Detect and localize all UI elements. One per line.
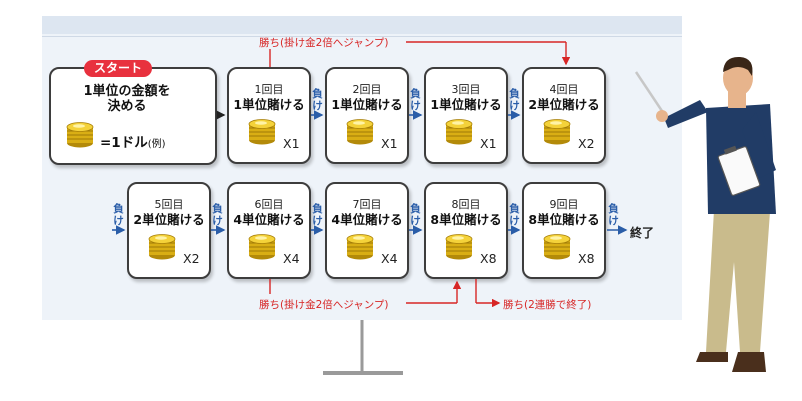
coin-stack-icon xyxy=(346,119,374,145)
start-line-1: 1単位の金額を xyxy=(83,84,171,99)
round-multiplier: X1 xyxy=(381,136,398,151)
coin-stack-icon xyxy=(346,234,374,260)
round-bet: 8単位賭ける xyxy=(528,212,600,227)
lose-label: 負け xyxy=(509,203,520,227)
win-end-label: 勝ち(2連勝で終了) xyxy=(503,299,592,311)
round-box-5: 5回目 2単位賭ける X2 xyxy=(127,182,211,279)
round-box-4: 4回目 2単位賭ける X2 xyxy=(522,67,606,164)
start-badge: スタート xyxy=(84,60,152,77)
round-title: 6回目 xyxy=(254,198,284,211)
coin-stack-icon xyxy=(248,234,276,260)
round-title: 8回目 xyxy=(451,198,481,211)
round-bet: 2単位賭ける xyxy=(528,97,600,112)
lose-label: 負け xyxy=(312,88,323,112)
presenter-pants xyxy=(706,210,770,352)
coin-stack-icon xyxy=(445,234,473,260)
presenter-hand xyxy=(656,110,668,122)
round-bet: 1単位賭ける xyxy=(331,97,403,112)
round-title: 4回目 xyxy=(549,83,579,96)
lose-label: 負け xyxy=(410,88,421,112)
coin-stack-icon xyxy=(543,119,571,145)
round-title: 9回目 xyxy=(549,198,579,211)
round-title: 5回目 xyxy=(154,198,184,211)
presenter-shoe-left xyxy=(696,352,728,362)
round-box-9: 9回目 8単位賭ける X8 xyxy=(522,182,606,279)
win-jump-label-bottom: 勝ち(掛け金2倍へジャンプ) xyxy=(259,299,389,311)
clipboard-clip xyxy=(723,145,737,155)
presenter-hair xyxy=(723,56,753,76)
round-multiplier: X8 xyxy=(578,251,595,266)
coin-stack-icon xyxy=(248,119,276,145)
stand-base xyxy=(323,371,403,375)
whiteboard-edge xyxy=(42,36,682,37)
lose-label: 負け xyxy=(509,88,520,112)
lose-label: 負け xyxy=(113,203,124,227)
dollar-note: (例) xyxy=(147,139,166,150)
round-bet: 4単位賭ける xyxy=(233,212,305,227)
round-multiplier: X1 xyxy=(283,136,300,151)
start-instruction: 1単位の金額を 決める xyxy=(52,84,202,114)
whiteboard-top-strip xyxy=(42,16,682,34)
round-bet: 1単位賭ける xyxy=(233,97,305,112)
coin-stack-icon xyxy=(543,234,571,260)
presenter-arm xyxy=(742,112,776,178)
round-box-1: 1回目 1単位賭ける X1 xyxy=(227,67,311,164)
round-bet: 1単位賭ける xyxy=(430,97,502,112)
round-multiplier: X4 xyxy=(381,251,398,266)
coin-stack-icon xyxy=(148,234,176,260)
dollar-equivalence: =1ドル(例) xyxy=(100,131,166,151)
round-box-3: 3回目 1単位賭ける X1 xyxy=(424,67,508,164)
dollar-value: =1ドル xyxy=(100,135,148,151)
round-title: 3回目 xyxy=(451,83,481,96)
start-line-2: 決める xyxy=(107,99,147,114)
round-box-7: 7回目 4単位賭ける X4 xyxy=(325,182,409,279)
round-box-2: 2回目 1単位賭ける X1 xyxy=(325,67,409,164)
round-multiplier: X2 xyxy=(183,251,200,266)
end-label: 終了 xyxy=(630,226,655,240)
pointer-stick xyxy=(634,71,666,115)
round-title: 1回目 xyxy=(254,83,284,96)
presenter-arm-raised xyxy=(664,100,708,128)
round-title: 7回目 xyxy=(352,198,382,211)
round-multiplier: X8 xyxy=(480,251,497,266)
coin-stack-icon xyxy=(66,122,94,148)
round-bet: 8単位賭ける xyxy=(430,212,502,227)
presenter-figure xyxy=(634,56,776,372)
round-bet: 2単位賭ける xyxy=(133,212,205,227)
presenter-head xyxy=(723,60,753,96)
start-box xyxy=(49,67,217,165)
round-box-6: 6回目 4単位賭ける X4 xyxy=(227,182,311,279)
lose-label: 負け xyxy=(212,203,223,227)
lose-label: 負け xyxy=(312,203,323,227)
presenter-shoe-right xyxy=(732,352,766,372)
round-bet: 4単位賭ける xyxy=(331,212,403,227)
lose-label: 負け xyxy=(608,203,619,227)
round-multiplier: X4 xyxy=(283,251,300,266)
round-title: 2回目 xyxy=(352,83,382,96)
coin-stack-icon xyxy=(445,119,473,145)
round-multiplier: X2 xyxy=(578,136,595,151)
lose-label: 負け xyxy=(410,203,421,227)
round-multiplier: X1 xyxy=(480,136,497,151)
win-jump-label-top: 勝ち(掛け金2倍へジャンプ) xyxy=(259,37,389,49)
round-box-8: 8回目 8単位賭ける X8 xyxy=(424,182,508,279)
